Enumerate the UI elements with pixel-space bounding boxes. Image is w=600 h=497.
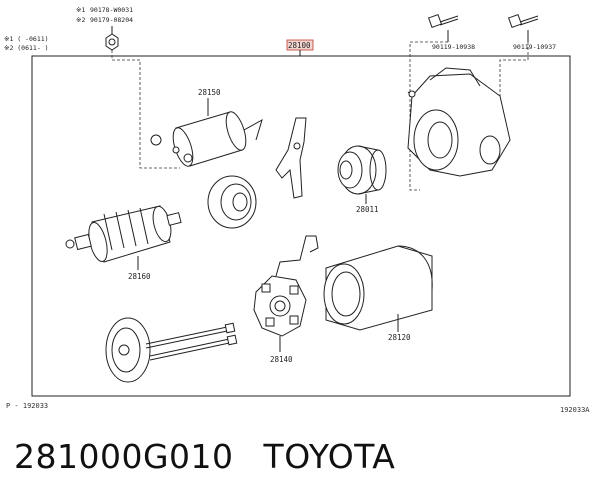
bolt-icon (427, 13, 459, 29)
callout-bolt-right[interactable]: 90119-10937 (513, 43, 556, 51)
callout-yoke[interactable]: 28120 (388, 333, 411, 342)
nut-icon (105, 33, 119, 51)
callout-switch[interactable]: 28150 (198, 88, 221, 97)
drive-housing-icon (407, 67, 511, 177)
callout-bolt-left[interactable]: 90119-10938 (432, 43, 475, 51)
callout-clutch[interactable]: 28011 (356, 205, 379, 214)
brush-holder-icon (253, 235, 319, 337)
seal-icon (207, 175, 257, 229)
drive-lever-icon (275, 117, 307, 199)
range-note-2: ※2 (0611- ) (4, 44, 49, 52)
note2-mark: ※2 (76, 16, 85, 24)
dashed-leader (499, 42, 529, 100)
bolt-icon (507, 13, 539, 29)
part-number: 281000G010 (14, 437, 234, 476)
parts-diagram: ※1 90178-W0031 ※2 90179-08204 ※1 ( -0611… (4, 6, 590, 414)
note2-part[interactable]: 90179-08204 (90, 16, 133, 24)
dashed-leader (111, 50, 180, 169)
callout-armature[interactable]: 28160 (128, 272, 151, 281)
note1-part[interactable]: 90178-W0031 (90, 6, 133, 14)
starter-clutch-icon (337, 145, 387, 195)
end-frame-icon (105, 317, 238, 383)
assembly-label[interactable]: 28100 (288, 41, 311, 50)
brand-name: TOYOTA (263, 437, 396, 476)
magnet-switch-icon (150, 111, 263, 167)
range-note-1: ※1 ( -0611) (4, 35, 49, 43)
armature-icon (65, 205, 182, 263)
note1-mark: ※1 (76, 6, 85, 14)
part-caption: 281000G010 TOYOTA (14, 437, 395, 476)
assembly-frame (31, 55, 571, 397)
footer-right-ref: 192033A (560, 406, 590, 414)
callout-brush-holder[interactable]: 28140 (270, 355, 293, 364)
yoke-icon (323, 245, 433, 331)
footer-left-ref: P - 192033 (6, 402, 48, 410)
